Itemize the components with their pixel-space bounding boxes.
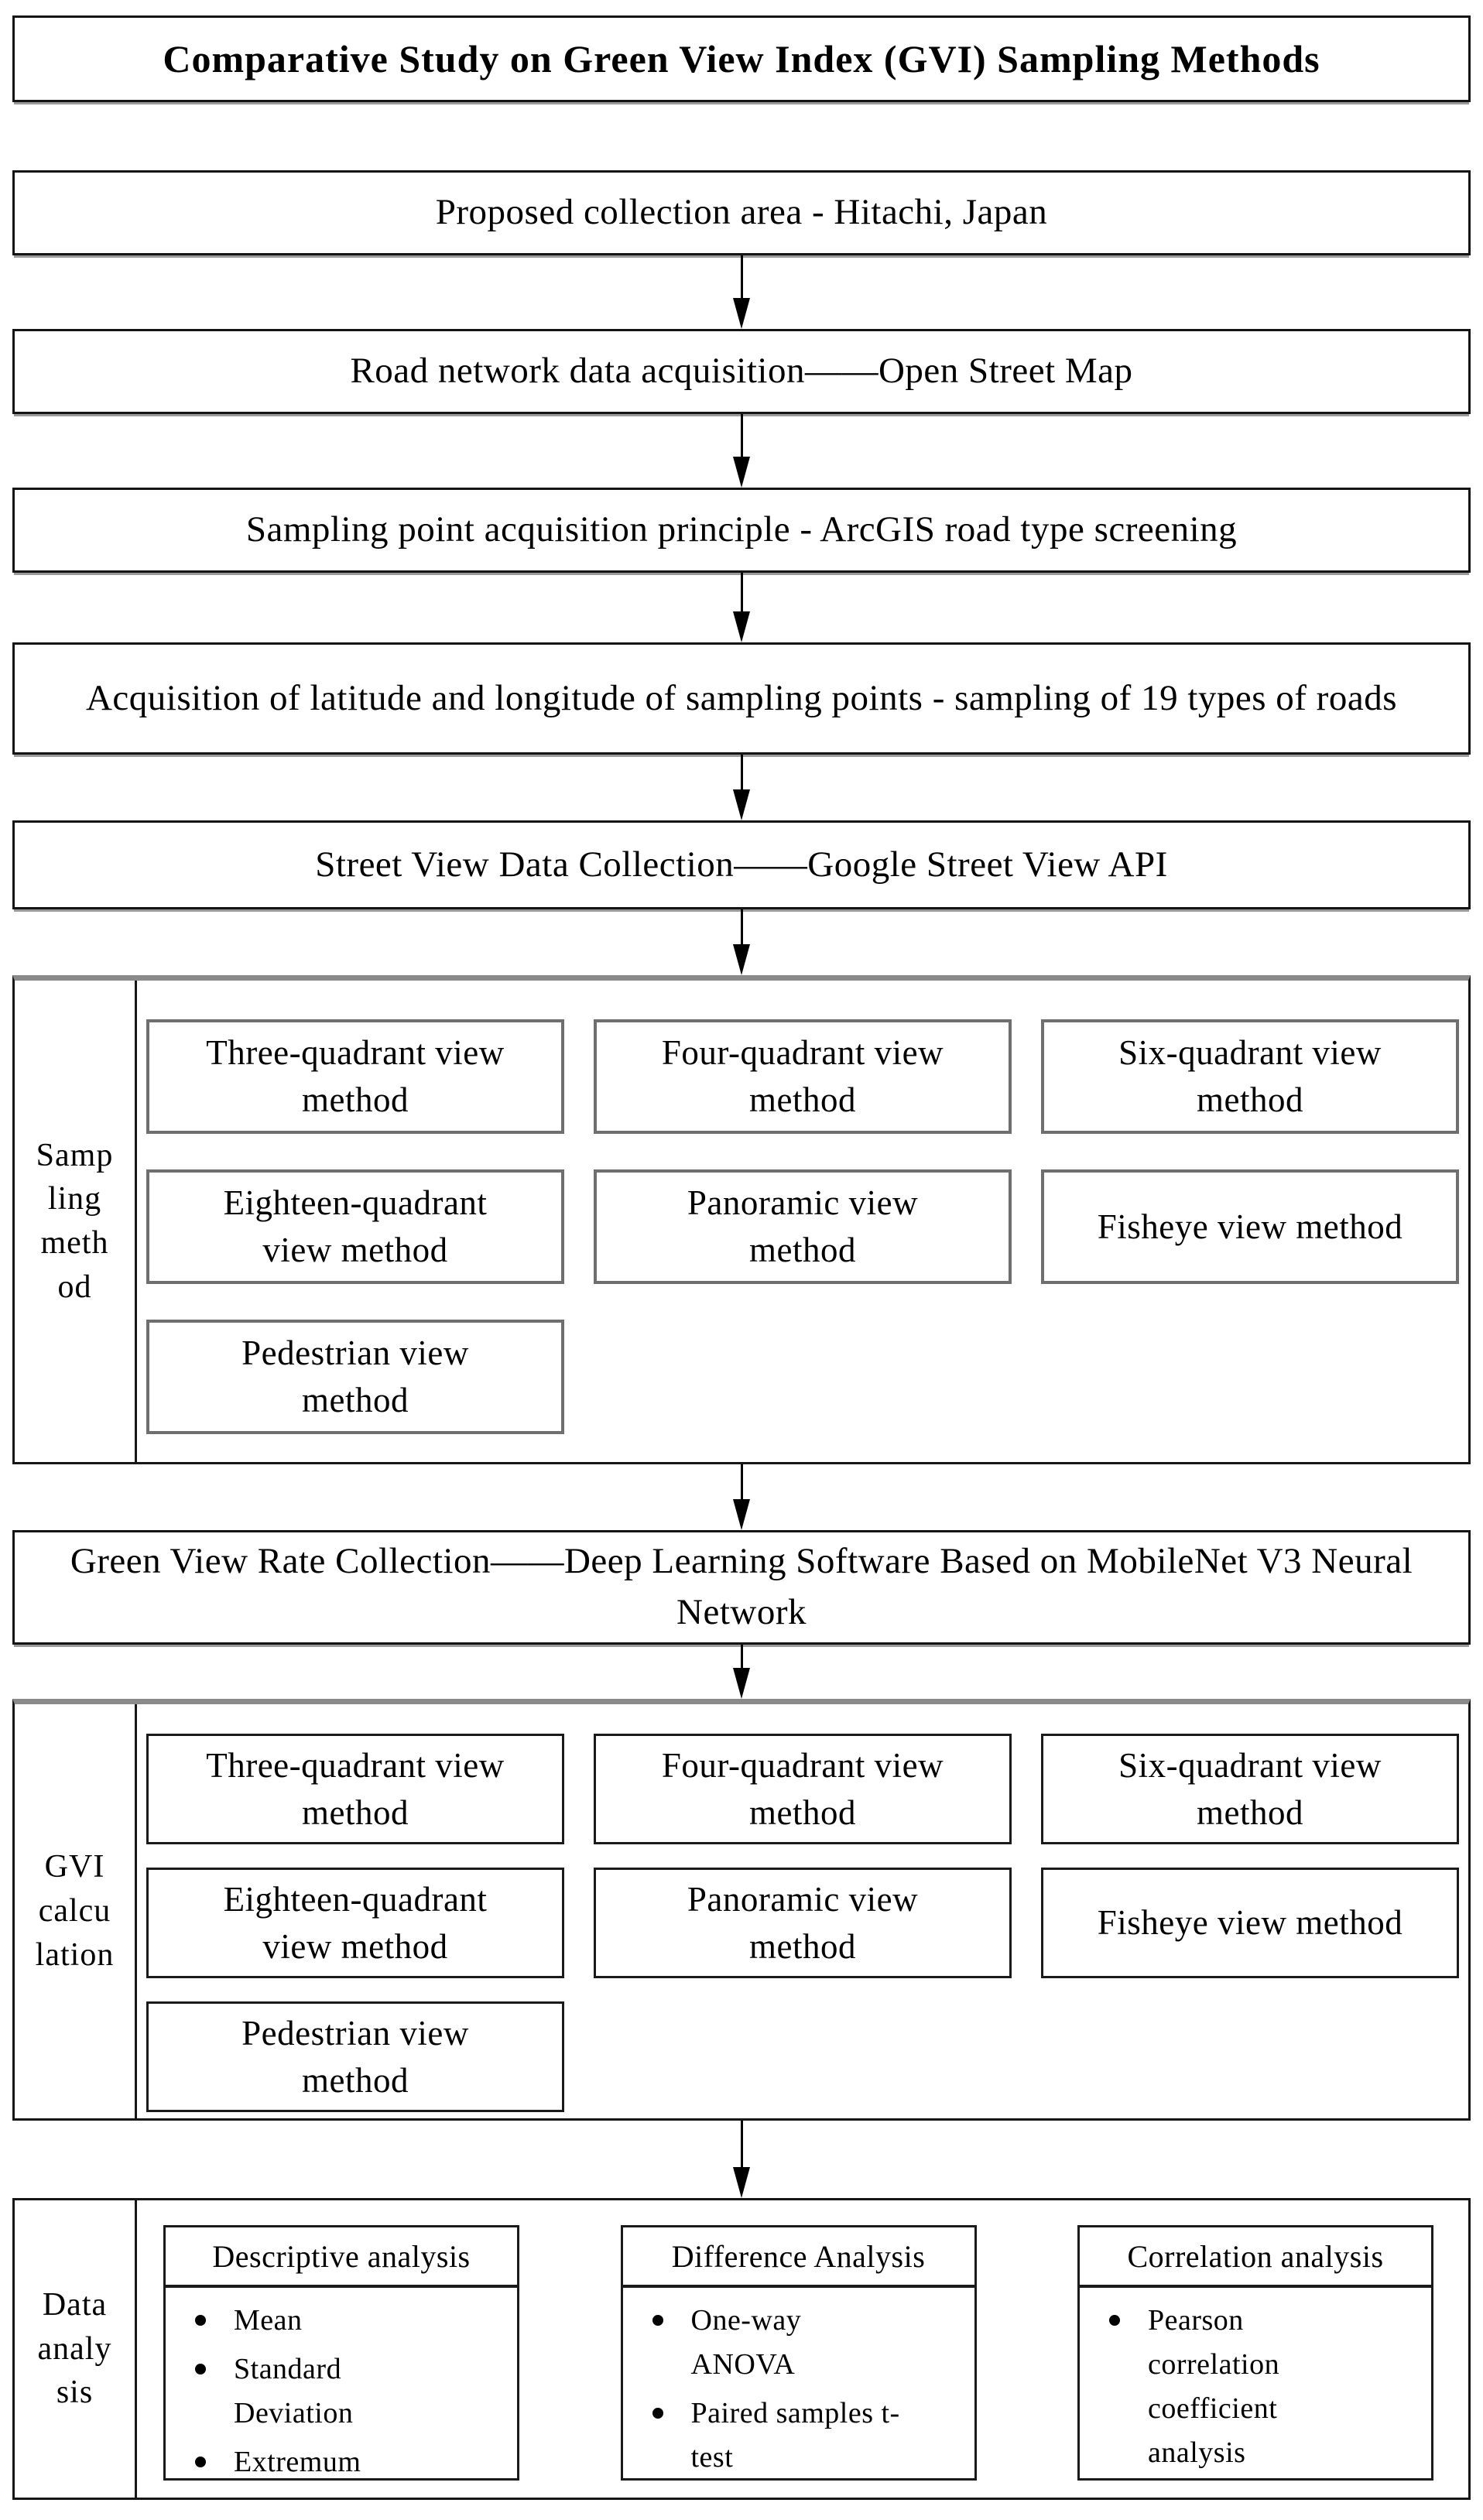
arrow-head xyxy=(733,789,750,820)
method-box: Panoramic view method xyxy=(594,1868,1012,1978)
arrow-shaft xyxy=(740,755,743,789)
down-arrow-icon xyxy=(12,909,1471,975)
method-box: Three-quadrant view method xyxy=(146,1734,564,1844)
flow-step-proposed-area: Proposed collection area - Hitachi, Japa… xyxy=(12,170,1471,255)
arrow-head xyxy=(733,1499,750,1530)
method-box: Three-quadrant view method xyxy=(146,1019,564,1134)
section-label-text: GVI calculation xyxy=(35,1849,115,1973)
analysis-group-body: Mean Standard Deviation Extremum xyxy=(166,2288,517,2484)
arrow-shaft xyxy=(740,1645,743,1668)
list-item: One-way ANOVA xyxy=(645,2299,968,2387)
flow-step-street-view-collection: Street View Data Collection——Google Stre… xyxy=(12,820,1471,909)
analysis-group-correlation: Correlation analysis Pearson correlation… xyxy=(1077,2225,1433,2481)
list-item: Extremum xyxy=(187,2440,511,2484)
list-item-text: Paired samples t-test xyxy=(690,2397,900,2474)
sampling-method-section: Sampling method Three-quadrant view meth… xyxy=(12,975,1471,1464)
list-item: Paired samples t-test xyxy=(645,2392,968,2480)
flow-step-road-network: Road network data acquisition——Open Stre… xyxy=(12,329,1471,414)
method-box: Four-quadrant view method xyxy=(594,1019,1012,1134)
arrow-head xyxy=(733,2167,750,2198)
bullet-icon xyxy=(652,2408,663,2419)
list-item-text: Extremum xyxy=(234,2446,361,2478)
method-box: Six-quadrant view method xyxy=(1041,1019,1459,1134)
down-arrow-icon xyxy=(12,755,1471,820)
method-box: Pedestrian view method xyxy=(146,1320,564,1434)
list-item: Mean xyxy=(187,2299,511,2343)
bullet-icon xyxy=(195,2457,206,2467)
method-box: Panoramic view method xyxy=(594,1169,1012,1284)
down-arrow-icon xyxy=(12,255,1471,329)
arrow-head xyxy=(733,611,750,642)
list-item: Pearson correlation coefficient analysis xyxy=(1101,2299,1425,2475)
analysis-group-difference: Difference Analysis One-way ANOVA Paired… xyxy=(620,2225,977,2481)
analysis-group-descriptive: Descriptive analysis Mean Standard Devia… xyxy=(163,2225,519,2481)
flow-step-sampling-principle: Sampling point acquisition principle - A… xyxy=(12,488,1471,573)
arrow-shaft xyxy=(740,2121,743,2167)
list-item-text: Mean xyxy=(234,2304,303,2337)
method-box: Pedestrian view method xyxy=(146,2001,564,2112)
list-item: Standard Deviation xyxy=(187,2347,511,2436)
list-item-text: One-way ANOVA xyxy=(690,2304,802,2381)
method-box: Four-quadrant view method xyxy=(594,1734,1012,1844)
arrow-shaft xyxy=(740,909,743,944)
diagram-title: Comparative Study on Green View Index (G… xyxy=(12,15,1471,102)
method-box: Eighteen-quadrant view method xyxy=(146,1868,564,1978)
section-label-text: Data analysis xyxy=(37,2286,112,2411)
arrow-shaft xyxy=(740,1464,743,1499)
arrow-head xyxy=(733,298,750,329)
flow-step-green-view-rate: Green View Rate Collection——Deep Learnin… xyxy=(12,1530,1471,1645)
analysis-group-header: Difference Analysis xyxy=(622,2227,974,2288)
down-arrow-icon xyxy=(12,573,1471,642)
arrow-head xyxy=(733,1668,750,1699)
method-box: Fisheye view method xyxy=(1041,1169,1459,1284)
section-label-text: Sampling method xyxy=(36,1137,114,1305)
down-arrow-icon xyxy=(12,1464,1471,1530)
arrow-head xyxy=(733,944,750,975)
list-item-text: Standard Deviation xyxy=(234,2353,354,2429)
arrow-head xyxy=(733,457,750,488)
arrow-shaft xyxy=(740,414,743,457)
analysis-group-header: Correlation analysis xyxy=(1080,2227,1431,2288)
method-box: Six-quadrant view method xyxy=(1041,1734,1459,1844)
analysis-group-header: Descriptive analysis xyxy=(166,2227,517,2288)
data-analysis-section: Data analysis Descriptive analysis Mean … xyxy=(12,2198,1471,2500)
sampling-methods-grid: Three-quadrant view method Four-quadrant… xyxy=(137,981,1468,1462)
down-arrow-icon xyxy=(12,1645,1471,1699)
method-box: Fisheye view method xyxy=(1041,1868,1459,1978)
list-item-text: Pearson correlation coefficient analysis xyxy=(1148,2304,1280,2469)
bullet-icon xyxy=(652,2315,663,2326)
gvi-calculation-section: GVI calculation Three-quadrant view meth… xyxy=(12,1699,1471,2121)
flow-step-lat-long-acquisition: Acquisition of latitude and longitude of… xyxy=(12,642,1471,755)
arrow-shaft xyxy=(740,573,743,611)
bullet-icon xyxy=(195,2315,206,2326)
analysis-group-body: Pearson correlation coefficient analysis xyxy=(1080,2288,1431,2475)
down-arrow-icon xyxy=(12,2121,1471,2198)
down-arrow-icon xyxy=(12,414,1471,488)
bullet-icon xyxy=(1109,2315,1120,2326)
gvi-calculation-section-label: GVI calculation xyxy=(15,1704,137,2118)
data-analysis-groups: Descriptive analysis Mean Standard Devia… xyxy=(137,2200,1468,2498)
method-box: Eighteen-quadrant view method xyxy=(146,1169,564,1284)
sampling-method-section-label: Sampling method xyxy=(15,981,137,1462)
bullet-icon xyxy=(195,2364,206,2374)
analysis-group-body: One-way ANOVA Paired samples t-test xyxy=(623,2288,974,2480)
data-analysis-section-label: Data analysis xyxy=(15,2200,137,2498)
gvi-methods-grid: Three-quadrant view method Four-quadrant… xyxy=(137,1704,1468,2118)
arrow-shaft xyxy=(740,255,743,298)
